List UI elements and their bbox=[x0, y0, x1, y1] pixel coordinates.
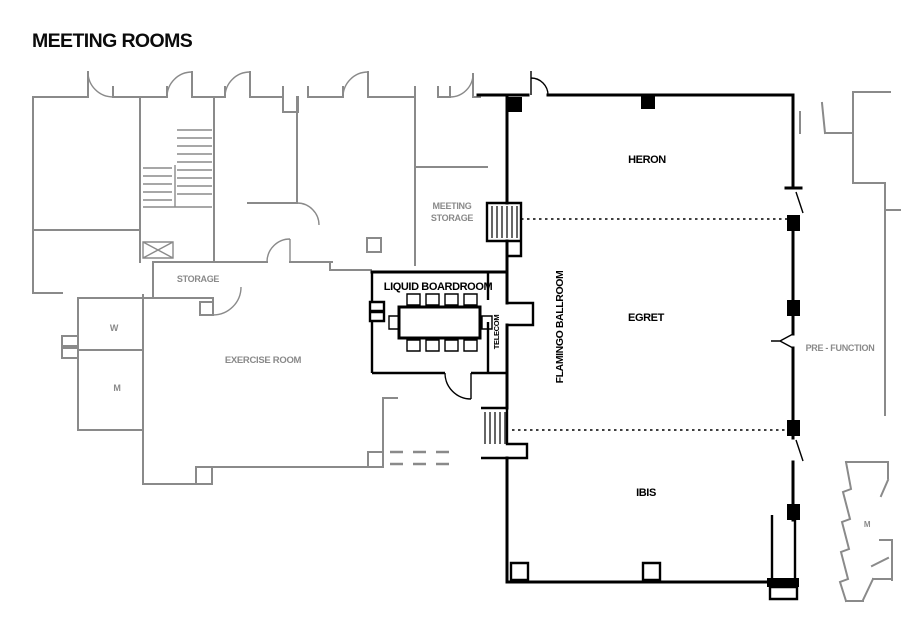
boardroom-door-jambs bbox=[368, 300, 386, 323]
top-exterior-wall bbox=[32, 71, 481, 294]
room-label-restroom-m: M bbox=[113, 383, 120, 393]
shaft-x-box bbox=[142, 241, 174, 259]
room-label-restroom-w: W bbox=[110, 323, 119, 333]
door-swing-arcs bbox=[87, 71, 474, 316]
ballroom-walls bbox=[476, 93, 803, 584]
entry-vestibule-south bbox=[481, 406, 529, 460]
meeting-room-walls bbox=[368, 71, 804, 601]
exercise-room-walls bbox=[142, 237, 398, 485]
conference-table bbox=[397, 305, 482, 340]
corridor-dashed-opening bbox=[390, 450, 458, 466]
ballroom-door-leaves bbox=[530, 71, 804, 462]
room-label-meeting-storage-line1: MEETING bbox=[433, 201, 472, 211]
lower-restroom-walls bbox=[838, 460, 893, 603]
restroom-walls bbox=[61, 294, 144, 431]
structural-columns-filled bbox=[507, 95, 655, 112]
page-title: MEETING ROOMS bbox=[32, 30, 193, 52]
room-label-telecom: TELECOM bbox=[492, 315, 501, 350]
structural-columns-outline bbox=[509, 561, 662, 582]
pre-function-walls bbox=[799, 91, 901, 416]
room-label-storage: STORAGE bbox=[177, 274, 220, 284]
wall-alcove bbox=[507, 301, 535, 327]
room-label-liquid-boardroom: LIQUID BOARDROOM bbox=[384, 281, 493, 293]
room-label-restroom-m2: M bbox=[864, 520, 871, 529]
room-label-flamingo-ballroom: FLAMINGO BALLROOM bbox=[554, 270, 566, 383]
room-label-egret: EGRET bbox=[628, 312, 665, 324]
sawtooth-wall bbox=[838, 460, 853, 603]
boardroom-walls bbox=[368, 270, 507, 400]
room-label-ibis: IBIS bbox=[636, 487, 656, 499]
storage-room-walls bbox=[77, 261, 333, 316]
room-label-exercise-room: EXERCISE ROOM bbox=[225, 355, 302, 366]
boardroom-chairs bbox=[388, 293, 493, 352]
back-of-house-walls bbox=[32, 71, 901, 603]
left-wing-partitions bbox=[32, 96, 488, 271]
ballroom-exit-southeast bbox=[767, 515, 799, 601]
entry-vestibule-north bbox=[485, 201, 523, 258]
room-label-meeting-storage-line2: STORAGE bbox=[431, 213, 474, 223]
room-label-heron: HERON bbox=[628, 154, 666, 166]
staircase bbox=[143, 129, 212, 208]
room-label-pre-function: PRE - FUNCTION bbox=[806, 343, 875, 353]
